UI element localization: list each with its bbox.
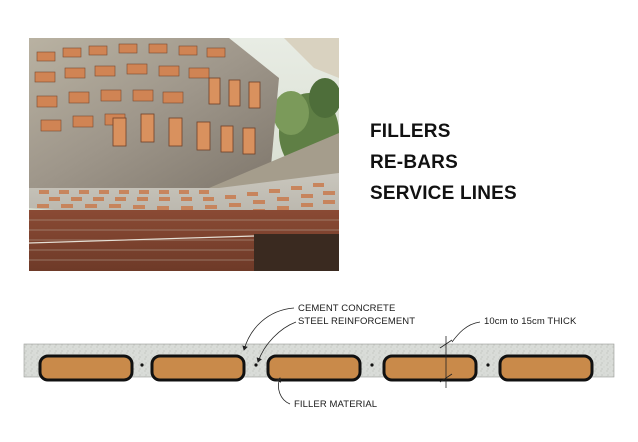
thickness-leader: [451, 321, 481, 343]
steel-reinforcement-leader: [256, 321, 297, 363]
bullet-item-service-lines: SERVICE LINES: [370, 183, 517, 204]
thickness-dimension: [439, 336, 453, 388]
steel-bar: [370, 363, 374, 367]
label-cement-concrete: CEMENT CONCRETE: [298, 303, 395, 314]
bullet-item-re-bars: RE-BARS: [370, 152, 458, 173]
steel-bar: [486, 363, 490, 367]
filler-blocks: [38, 354, 594, 382]
filler-block: [498, 354, 594, 382]
filler-block: [266, 354, 362, 382]
label-thickness: 10cm to 15cm THICK: [484, 316, 577, 327]
filler-block: [382, 354, 478, 382]
filler-block: [38, 354, 134, 382]
steel-bars: [140, 363, 490, 367]
bullet-list: FILLERS RE-BARS SERVICE LINES: [370, 116, 517, 209]
section-diagram-svg: CEMENT CONCRETE STEEL REINFORCEMENT 10cm…: [23, 303, 615, 410]
filler-slab-photo-image: [29, 38, 339, 271]
label-filler-material: FILLER MATERIAL: [294, 399, 377, 410]
cement-concrete-leader: [242, 307, 295, 351]
steel-bar: [140, 363, 144, 367]
filler-material-leader: [275, 377, 291, 405]
bullet-item-fillers: FILLERS: [370, 121, 451, 142]
filler-slab-photo: [29, 38, 339, 271]
filler-block: [150, 354, 246, 382]
steel-bar: [254, 363, 258, 367]
filler-slab-section-diagram: CEMENT CONCRETE STEEL REINFORCEMENT 10cm…: [18, 292, 626, 422]
label-steel-reinforcement: STEEL REINFORCEMENT: [298, 316, 415, 327]
